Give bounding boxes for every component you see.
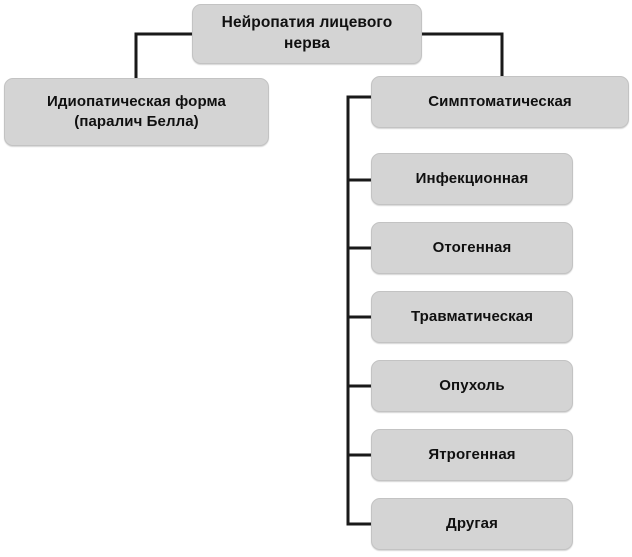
node-iatrogenic-label: Ятрогенная bbox=[428, 445, 516, 463]
connector-root-to-idiopathic bbox=[134, 32, 194, 81]
node-idiopathic-label: Идиопатическая форма (паралич Белла) bbox=[47, 92, 226, 133]
node-tumor-label: Опухоль bbox=[439, 376, 505, 394]
node-root-facial-neuropathy[interactable]: Нейропатия лицевого нерва bbox=[192, 4, 422, 64]
node-root-label-line1: Нейропатия лицевого bbox=[221, 14, 393, 32]
node-infectious-label: Инфекционная bbox=[415, 169, 529, 187]
node-traumatic-label: Травматическая bbox=[410, 307, 534, 325]
node-symptomatic-label: Симптоматическая bbox=[428, 92, 572, 110]
node-tumor[interactable]: Опухоль bbox=[371, 360, 573, 412]
connector-root-to-symptomatic bbox=[420, 32, 504, 79]
node-idiopathic-form[interactable]: Идиопатическая форма (паралич Белла) bbox=[4, 78, 269, 146]
node-root-label-line2: нерва bbox=[284, 35, 330, 52]
node-infectious[interactable]: Инфекционная bbox=[371, 153, 573, 205]
node-symptomatic[interactable]: Симптоматическая bbox=[371, 76, 629, 128]
node-idiopathic-label-line2: (паралич Белла) bbox=[74, 113, 199, 130]
node-other[interactable]: Другая bbox=[371, 498, 573, 550]
node-idiopathic-label-line1: Идиопатическая форма bbox=[47, 92, 226, 110]
node-root-label: Нейропатия лицевого нерва bbox=[222, 13, 393, 55]
node-iatrogenic[interactable]: Ятрогенная bbox=[371, 429, 573, 481]
node-other-label: Другая bbox=[446, 514, 498, 532]
node-otogenic[interactable]: Отогенная bbox=[371, 222, 573, 274]
node-otogenic-label: Отогенная bbox=[432, 238, 512, 256]
node-traumatic[interactable]: Травматическая bbox=[371, 291, 573, 343]
